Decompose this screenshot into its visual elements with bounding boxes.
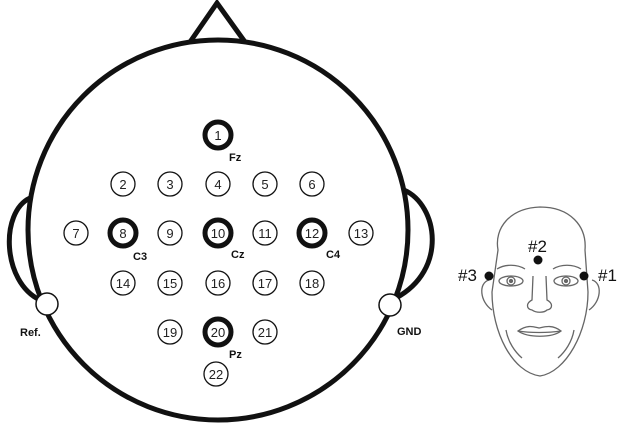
- electrode-9: 9: [157, 220, 183, 246]
- face-illustration: [481, 206, 600, 377]
- electrode-label: Cz: [231, 249, 245, 261]
- face-points: #1 #2 #3: [458, 237, 617, 285]
- electrode-number: 13: [354, 226, 368, 241]
- right-face-ear: [588, 279, 600, 311]
- electrode-number: 14: [116, 276, 130, 291]
- electrode-22: 22: [203, 361, 229, 387]
- electrode-10: 10 Cz: [202, 217, 245, 261]
- electrode-number: 11: [258, 226, 272, 241]
- electrode-number: 7: [72, 226, 79, 241]
- electrode-number: 3: [166, 177, 173, 192]
- electrode-number: 16: [211, 276, 225, 291]
- face-outline: [491, 206, 589, 377]
- electrode-4: 4: [205, 171, 231, 197]
- head-outline: [25, 37, 411, 423]
- electrode-number: 21: [258, 325, 272, 340]
- electrode-number: 1: [214, 128, 221, 143]
- electrode-number: 4: [214, 177, 221, 192]
- left-face-ear: [481, 279, 493, 311]
- electrode-1: 1 Fz: [202, 119, 242, 164]
- electrode-number: 8: [119, 226, 126, 241]
- electrode-number: 6: [308, 177, 315, 192]
- jaw-line-left: [505, 329, 523, 359]
- face-point-2: [533, 255, 543, 265]
- electrode-14: 14: [110, 270, 136, 296]
- reference-electrode: [35, 292, 59, 316]
- electrode-16: 16: [205, 270, 231, 296]
- face-point-3: [484, 271, 494, 281]
- electrode-8: 8 C3: [107, 217, 147, 263]
- electrode-number: 9: [166, 226, 173, 241]
- head: Ref. GND: [6, 0, 435, 423]
- electrode-19: 19: [157, 319, 183, 345]
- left-eye: [498, 275, 524, 287]
- electrode-number: 5: [261, 177, 268, 192]
- electrode-5: 5: [252, 171, 278, 197]
- left-ear: [6, 195, 42, 303]
- electrode-12: 12 C4: [296, 217, 341, 261]
- electrode-7: 7: [63, 220, 89, 246]
- face-nose: [526, 275, 553, 313]
- electrode-2: 2: [110, 171, 136, 197]
- mouth: [516, 325, 563, 337]
- electrode-20: 20 Pz: [202, 316, 242, 361]
- right-eyebrow: [552, 264, 582, 270]
- electrode-number: 15: [163, 276, 177, 291]
- electrode-13: 13: [348, 220, 374, 246]
- electrode-label: C4: [326, 249, 341, 261]
- electrode-15: 15: [157, 270, 183, 296]
- electrode-17: 17: [252, 270, 278, 296]
- face-point-label-3: #3: [458, 266, 477, 285]
- ground-label: GND: [397, 326, 422, 338]
- mouth-line: [517, 330, 562, 334]
- electrode-grid: 1 Fz 2 3 4 5 6 7 8 C3: [63, 119, 374, 387]
- face-point-1: [579, 271, 589, 281]
- face-point-label-2: #2: [528, 237, 547, 256]
- electrode-21: 21: [252, 319, 278, 345]
- electrode-number: 20: [211, 325, 225, 340]
- electrode-number: 10: [211, 226, 225, 241]
- reference-label: Ref.: [20, 327, 41, 339]
- electrode-6: 6: [299, 171, 325, 197]
- electrode-number: 2: [119, 177, 126, 192]
- electrode-label: Pz: [229, 349, 242, 361]
- electrode-label: C3: [133, 251, 147, 263]
- electrode-number: 17: [258, 276, 272, 291]
- electrode-18: 18: [299, 270, 325, 296]
- face-point-label-1: #1: [598, 266, 617, 285]
- electrode-11: 11: [252, 220, 278, 246]
- electrode-label: Fz: [229, 152, 242, 164]
- electrode-number: 12: [305, 226, 319, 241]
- right-eye: [553, 275, 579, 287]
- jaw-line-right: [557, 329, 575, 359]
- electrode-number: 22: [209, 367, 223, 382]
- electrode-number: 19: [163, 325, 177, 340]
- nose-marker: [187, 0, 248, 44]
- right-ear: [394, 187, 435, 301]
- ground-electrode: [378, 293, 402, 317]
- electrode-number: 18: [305, 276, 319, 291]
- left-eyebrow: [496, 264, 526, 270]
- electrode-3: 3: [157, 171, 183, 197]
